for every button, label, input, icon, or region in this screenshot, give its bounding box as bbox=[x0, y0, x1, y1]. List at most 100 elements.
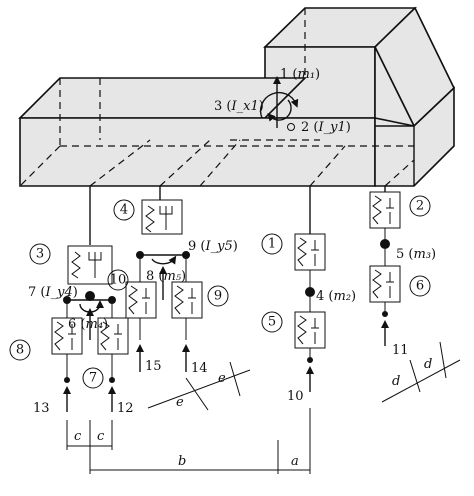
damper bbox=[311, 318, 319, 344]
contact-point bbox=[307, 357, 313, 363]
hidden-edge bbox=[414, 7, 455, 89]
circled-label-5: 5 bbox=[261, 311, 283, 333]
circled-label-3: 3 bbox=[29, 243, 51, 265]
input-label-12: 12 bbox=[117, 401, 134, 416]
dof9-label: 9 (I_y5) bbox=[188, 239, 238, 254]
suspension-box bbox=[67, 245, 113, 285]
damper bbox=[159, 206, 173, 230]
dim-a: a bbox=[291, 454, 299, 469]
input-label-10: 10 bbox=[287, 389, 304, 404]
dim-c2: c bbox=[97, 429, 105, 444]
pitch-arrow bbox=[267, 99, 292, 122]
circled-label-9: 9 bbox=[207, 285, 229, 307]
centre-axle-assembly: 9 (I_y5) 8 (m₅) 15 14 bbox=[125, 186, 238, 376]
hidden-edge bbox=[19, 145, 61, 187]
projection-line bbox=[309, 145, 346, 187]
left-axle-assembly: 7 (I_y4) 6 (m₄) 13 12 bbox=[28, 186, 134, 416]
input-label-13: 13 bbox=[33, 401, 50, 416]
mass-m2 bbox=[305, 287, 315, 297]
circled-label-4: 4 bbox=[113, 199, 135, 221]
svg-text:3: 3 bbox=[36, 247, 44, 262]
spring bbox=[372, 269, 382, 299]
dim-b: b bbox=[178, 454, 186, 469]
circled-label-2: 2 bbox=[409, 195, 431, 217]
spring-damper bbox=[294, 311, 326, 349]
dof6-label: 6 (m₄) bbox=[68, 317, 108, 332]
cg-dof-markers: 1 (m₁) 2 (I_y1) 3 (I_x1) bbox=[214, 67, 351, 135]
dimensions: c c b a e e d d bbox=[66, 341, 461, 474]
dim-ext bbox=[409, 359, 421, 393]
spring-damper bbox=[369, 191, 401, 229]
dof1-label: 1 (m₁) bbox=[280, 67, 320, 82]
circled-label-8: 8 bbox=[9, 339, 31, 361]
svg-text:9: 9 bbox=[214, 289, 222, 304]
spring bbox=[145, 205, 155, 233]
projection-line bbox=[384, 159, 415, 187]
dim-line bbox=[147, 369, 251, 409]
tyre-box bbox=[171, 281, 203, 319]
svg-text:5: 5 bbox=[268, 315, 276, 330]
cg-point bbox=[287, 123, 295, 131]
dim-ext bbox=[439, 341, 447, 379]
mass-point bbox=[85, 291, 95, 301]
svg-text:8: 8 bbox=[16, 343, 24, 358]
spring bbox=[100, 321, 110, 351]
spring bbox=[174, 285, 184, 315]
damper bbox=[188, 288, 196, 314]
dim-d2: d bbox=[424, 357, 432, 372]
dim-c1: c bbox=[74, 429, 82, 444]
contact-point bbox=[64, 377, 70, 383]
spring-damper bbox=[369, 265, 401, 303]
circled-labels: 1 2 3 4 5 6 7 8 9 10 bbox=[9, 195, 431, 389]
damper bbox=[142, 288, 150, 314]
contact-point bbox=[109, 377, 115, 383]
projection-line bbox=[89, 139, 151, 187]
chain-left-right: 4 (m₂) 10 bbox=[287, 186, 356, 404]
spring bbox=[71, 251, 81, 279]
input-label-11: 11 bbox=[392, 343, 409, 358]
svg-text:6: 6 bbox=[416, 279, 424, 294]
mass-m3 bbox=[380, 239, 390, 249]
roll-arrow-axle bbox=[79, 300, 104, 313]
dof4-label: 4 (m₂) bbox=[316, 289, 356, 304]
input-label-15: 15 bbox=[145, 359, 162, 374]
dim-ext bbox=[185, 377, 209, 411]
roll-arrow-axle bbox=[151, 255, 177, 265]
svg-text:4: 4 bbox=[120, 203, 128, 218]
projection-line bbox=[199, 139, 241, 187]
roll-arrow bbox=[259, 91, 299, 119]
dof8-label: 8 (m₅) bbox=[146, 269, 186, 284]
svg-text:1: 1 bbox=[268, 237, 276, 252]
spring bbox=[297, 315, 307, 345]
spring-damper bbox=[294, 233, 326, 271]
damper bbox=[114, 324, 122, 350]
dof7-label: 7 (I_y4) bbox=[28, 285, 78, 300]
vehicle-body bbox=[18, 6, 455, 187]
chain-far-right: 5 (m₃) 11 bbox=[369, 186, 436, 358]
dim-e2: e bbox=[218, 371, 226, 386]
contact-point bbox=[382, 311, 388, 317]
dim-e1: e bbox=[176, 395, 184, 410]
suspension-box bbox=[141, 199, 183, 235]
damper bbox=[311, 240, 319, 266]
spring bbox=[372, 195, 382, 225]
svg-text:10: 10 bbox=[110, 273, 127, 288]
circled-label-7: 7 bbox=[82, 367, 104, 389]
svg-text:2: 2 bbox=[416, 199, 424, 214]
spring bbox=[297, 237, 307, 267]
damper bbox=[68, 324, 76, 350]
input-label-14: 14 bbox=[191, 361, 208, 376]
damper bbox=[88, 252, 102, 278]
svg-text:7: 7 bbox=[89, 371, 97, 386]
damper bbox=[386, 198, 394, 224]
tyre-box bbox=[97, 317, 129, 355]
dim-line bbox=[381, 359, 461, 403]
circled-label-10: 10 bbox=[107, 269, 129, 291]
tyre-box bbox=[125, 281, 157, 319]
dim-d1: d bbox=[392, 374, 400, 389]
circled-label-1: 1 bbox=[261, 233, 283, 255]
spring bbox=[54, 321, 64, 351]
dof2-label: 2 (I_y1) bbox=[301, 120, 351, 135]
